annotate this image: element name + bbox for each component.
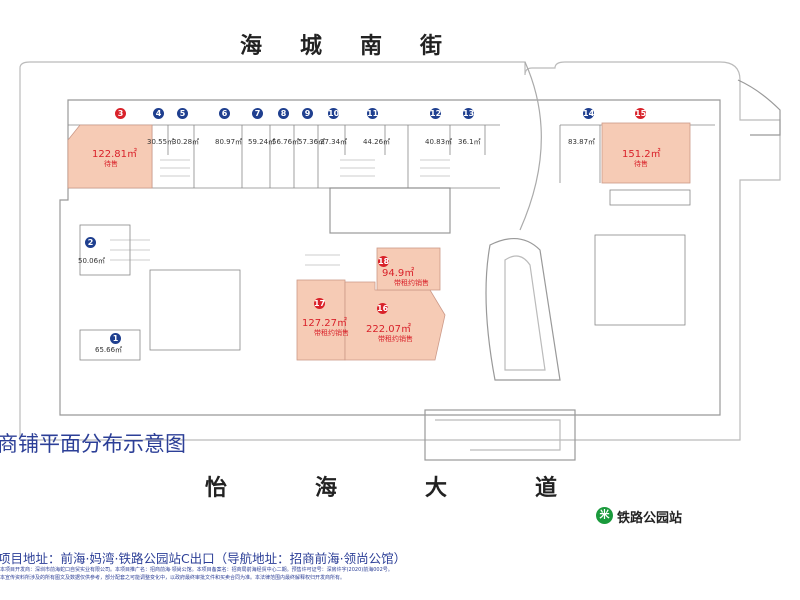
fine-print-1: 本项目开发商：深圳市前海蛇口自贸实业有限公司。本项目推广名：招商前海·领尚公馆。… (0, 567, 393, 573)
ramp (485, 238, 561, 381)
shop-area: 57.36㎡ (298, 138, 326, 146)
metro-icon: 米 (596, 507, 613, 524)
shop-17-fill (296, 279, 346, 361)
site-boundary (19, 61, 781, 441)
shop-area: 94.9㎡ (382, 268, 415, 279)
shop-number-badge: 7 (252, 108, 263, 119)
project-address: 项目地址：前海·妈湾·铁路公园站C出口（导航地址：招商前海·领尚公馆） (0, 551, 407, 566)
ramp-box (329, 187, 451, 234)
shop-number-badge: 10 (328, 108, 340, 119)
shop-area: 83.87㎡ (568, 138, 596, 146)
building-outline (59, 99, 721, 416)
shop-area: 127.27㎡ (302, 318, 347, 329)
shop-number-badge: 2 (85, 237, 96, 248)
shop-number-badge: 13 (463, 108, 475, 119)
shop-area: 40.83㎡ (425, 138, 453, 146)
shop-number-badge: 14 (583, 108, 595, 119)
road-curve (519, 61, 542, 231)
shop-area: 30.28㎡ (172, 138, 200, 146)
shop-area: 151.2㎡ (622, 149, 661, 160)
shop-area: 44.26㎡ (363, 138, 391, 146)
shop-area: 56.76㎡ (272, 138, 300, 146)
shop-area: 36.1㎡ (458, 138, 481, 146)
street-south-label: 怡海大道 (205, 476, 646, 501)
shop-status: 带租约销售 (394, 279, 429, 287)
shop-area: 59.24㎡ (248, 138, 276, 146)
shop-status: 带租约销售 (314, 329, 349, 337)
shop-area: 65.66㎡ (95, 346, 123, 354)
street-north-label: 海城南街 (240, 34, 481, 59)
shop-number-badge: 12 (430, 108, 442, 119)
shop-number-badge: 4 (153, 108, 164, 119)
shop-number-badge: 16 (377, 303, 389, 314)
stairs (110, 159, 450, 266)
shop-area: 222.07㎡ (366, 324, 411, 335)
shop-18-fill (376, 247, 441, 291)
shop-status: 待售 (634, 160, 648, 168)
shop-area: 122.81㎡ (92, 149, 137, 160)
shop-number-badge: 1 (110, 333, 121, 344)
shop-area: 50.06㎡ (78, 257, 106, 265)
shop-15-fill (601, 122, 691, 184)
shop-number-badge: 6 (219, 108, 230, 119)
shop-16-fill (344, 281, 446, 361)
shop-number-badge: 11 (367, 108, 379, 119)
metro-station-label: 铁路公园站 (617, 511, 683, 526)
fine-print-2: 本宣传资料所涉及的所有图文及数据仅供参考，部分配套之可能调整变化中，以政府最终审… (0, 575, 346, 581)
shop-number-badge: 8 (278, 108, 289, 119)
shop-number-badge: 3 (115, 108, 126, 119)
shop-3-fill (67, 124, 153, 189)
shop-area: 80.97㎡ (215, 138, 243, 146)
page-title: 商铺平面分布示意图 (0, 432, 186, 456)
shop-number-badge: 5 (177, 108, 188, 119)
shop-status: 待售 (104, 160, 118, 168)
shop-area: 30.55㎡ (147, 138, 175, 146)
shop-number-badge: 18 (378, 256, 390, 267)
shop-status: 带租约销售 (378, 335, 413, 343)
shop-area: 27.34㎡ (320, 138, 348, 146)
shop-number-badge: 9 (302, 108, 313, 119)
shop-number-badge: 17 (314, 298, 326, 309)
shop-number-badge: 15 (635, 108, 647, 119)
